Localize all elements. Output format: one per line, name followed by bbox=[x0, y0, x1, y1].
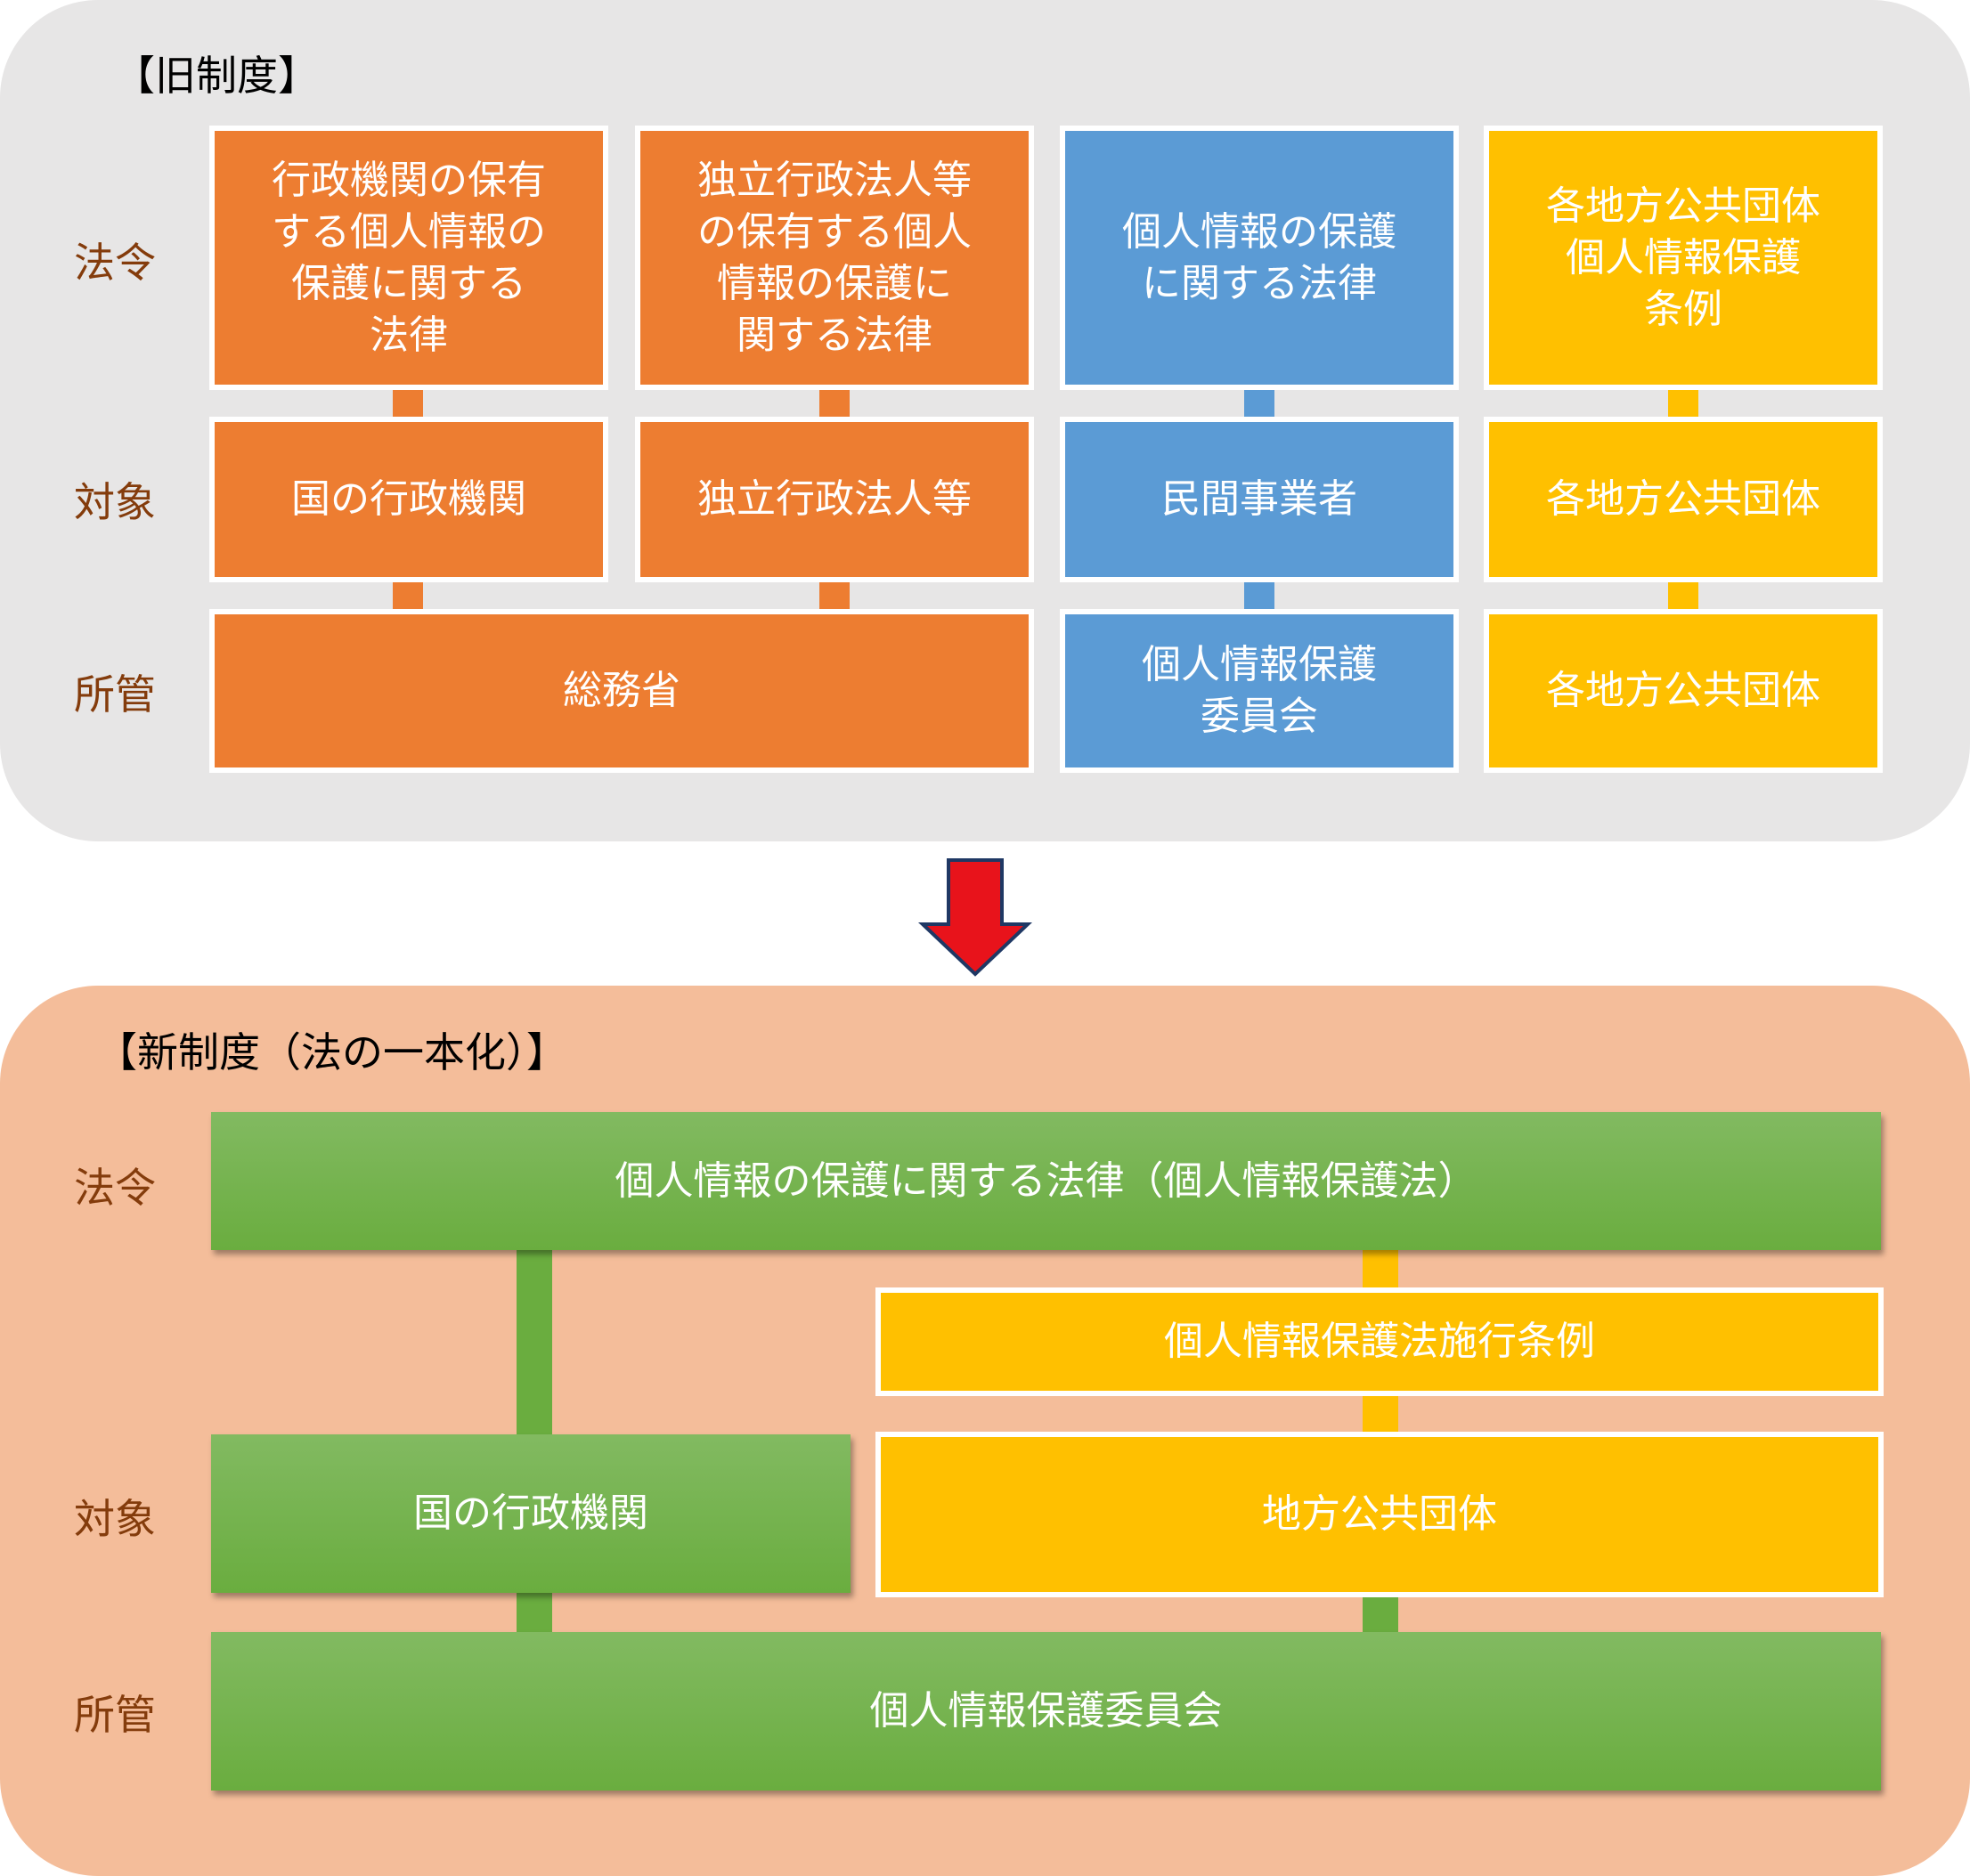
old-law-admin-line: 行政機関の保有 bbox=[272, 157, 546, 203]
old-jurisdiction-ppc-line: 委員会 bbox=[1201, 694, 1318, 739]
new-jurisdiction-ppc: 個人情報保護委員会 bbox=[211, 1632, 1881, 1791]
old-law-local-line: 個人情報保護 bbox=[1566, 234, 1801, 280]
old-law-local-line: 条例 bbox=[1644, 286, 1722, 332]
new-target-local-governments: 地方公共団体 bbox=[875, 1432, 1884, 1597]
old-jurisdiction-mic: 総務省 bbox=[209, 609, 1034, 773]
old-jurisdiction-ppc-line: 個人情報保護 bbox=[1142, 642, 1377, 687]
old-connector-private-target-jurisdiction bbox=[1244, 581, 1274, 611]
old-row-label-target: 対象 bbox=[74, 478, 156, 526]
new-connector-ordinance-local bbox=[1363, 1391, 1398, 1435]
old-law-independent-line: 情報の保護に bbox=[717, 260, 952, 306]
old-law-local-line: 各地方公共団体 bbox=[1546, 183, 1820, 229]
old-target-admin-agencies: 国の行政機関 bbox=[209, 417, 608, 582]
old-connector-independent-target-jurisdiction bbox=[819, 581, 850, 611]
old-law-independent-line: の保有する個人 bbox=[697, 208, 972, 255]
old-jurisdiction-local-governments: 各地方公共団体 bbox=[1484, 609, 1883, 773]
old-connector-admin-law-target bbox=[393, 388, 423, 418]
old-law-independent-line: 関する法律 bbox=[737, 312, 932, 358]
old-law-local-ordinance: 各地方公共団体 個人情報保護 条例 bbox=[1484, 126, 1883, 390]
old-connector-local-target-jurisdiction bbox=[1668, 581, 1698, 611]
old-law-admin-agencies: 行政機関の保有 する個人情報の 保護に関する 法律 bbox=[209, 126, 608, 390]
old-connector-local-law-target bbox=[1668, 388, 1698, 418]
old-connector-admin-target-jurisdiction bbox=[393, 581, 423, 611]
old-target-private-sector: 民間事業者 bbox=[1060, 417, 1459, 582]
new-enforcement-ordinance: 個人情報保護法施行条例 bbox=[875, 1287, 1884, 1396]
old-law-admin-line: する個人情報の bbox=[272, 208, 546, 255]
new-connector-law-ordinance bbox=[1363, 1247, 1398, 1291]
old-law-private-sector: 個人情報の保護 に関する法律 bbox=[1060, 126, 1459, 390]
down-arrow-icon bbox=[917, 858, 1033, 977]
old-law-admin-line: 保護に関する bbox=[291, 260, 526, 306]
old-law-private-line: に関する法律 bbox=[1142, 260, 1377, 306]
new-connector-law-admin bbox=[517, 1247, 552, 1438]
new-row-label-law: 法令 bbox=[74, 1164, 156, 1212]
new-row-label-target: 対象 bbox=[74, 1495, 156, 1543]
old-row-label-law: 法令 bbox=[74, 239, 156, 287]
old-law-private-line: 個人情報の保護 bbox=[1122, 208, 1396, 255]
old-connector-independent-law-target bbox=[819, 388, 850, 418]
old-connector-private-law-target bbox=[1244, 388, 1274, 418]
old-row-label-jurisdiction: 所管 bbox=[74, 670, 156, 719]
new-row-label-jurisdiction: 所管 bbox=[74, 1691, 156, 1739]
new-target-admin-agencies: 国の行政機関 bbox=[211, 1434, 851, 1593]
new-connector-admin-ppc bbox=[517, 1589, 552, 1634]
new-law-appi: 個人情報の保護に関する法律（個人情報保護法） bbox=[211, 1112, 1881, 1250]
old-law-admin-line: 法律 bbox=[370, 312, 448, 358]
new-connector-local-ppc bbox=[1363, 1594, 1398, 1634]
old-target-independent-agencies: 独立行政法人等 bbox=[635, 417, 1034, 582]
old-law-independent-agencies: 独立行政法人等 の保有する個人 情報の保護に 関する法律 bbox=[635, 126, 1034, 390]
new-system-title: 【新制度（法の一本化）】 bbox=[96, 1028, 567, 1076]
old-jurisdiction-ppc: 個人情報保護 委員会 bbox=[1060, 609, 1459, 773]
old-law-independent-line: 独立行政法人等 bbox=[697, 157, 972, 203]
old-system-title: 【旧制度】 bbox=[114, 52, 319, 100]
old-target-local-governments: 各地方公共団体 bbox=[1484, 417, 1883, 582]
